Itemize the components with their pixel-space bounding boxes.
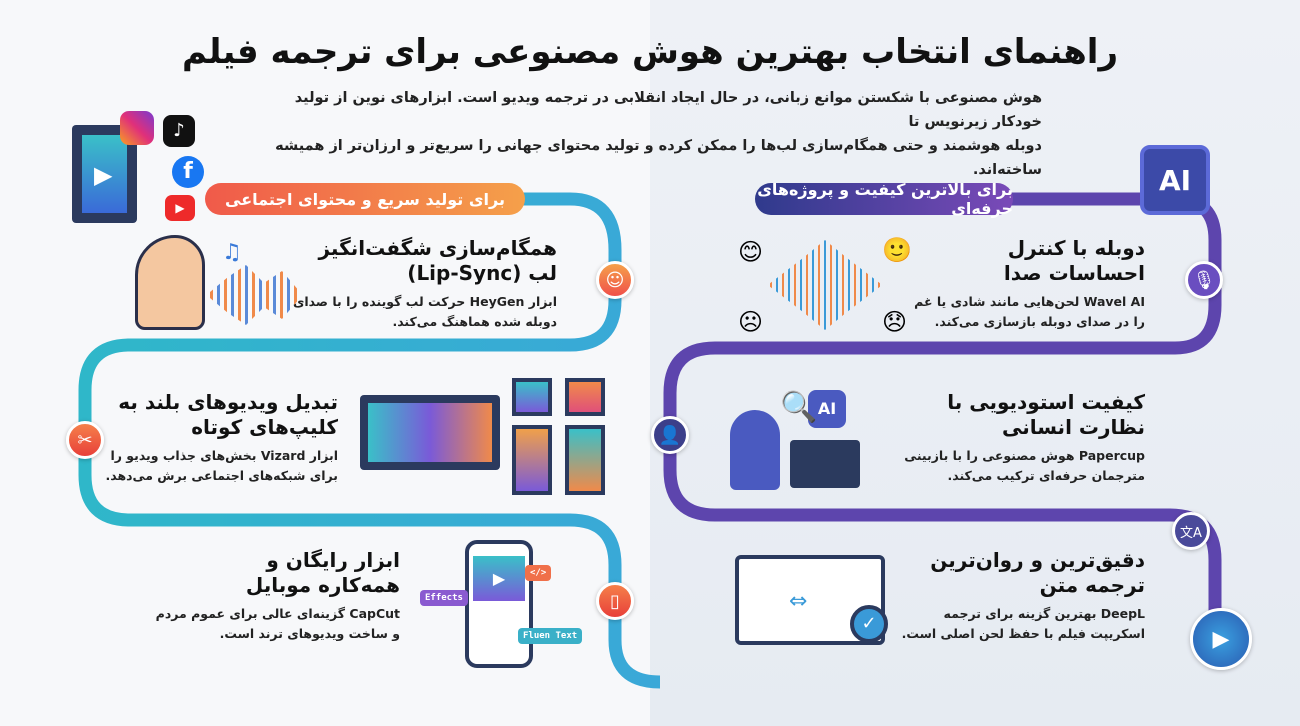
ai-chip-icon: AI <box>808 390 846 428</box>
scissors-icon: ✂ <box>66 421 104 459</box>
facebook-icon: f <box>172 156 204 188</box>
card-mobile: ابزار رایگان و همه‌کاره موبایل CapCut گز… <box>140 548 400 644</box>
play-icon: ▶ <box>94 161 113 189</box>
film-strip-illustration: ▶ <box>72 125 137 223</box>
clip-thumbnail <box>565 425 605 495</box>
card-title: ابزار رایگان و <box>266 548 400 572</box>
intro-line-2: دوبله هوشمند و حتی همگام‌سازی لب‌ها را م… <box>275 138 1042 178</box>
left-path <box>78 192 661 689</box>
card-title: تبدیل ویدیوهای بلند به <box>118 390 338 414</box>
sad-emoji-icon: 😞 <box>882 308 908 336</box>
card-body: مترجمان حرفه‌ای ترکیب می‌کند. <box>947 468 1145 483</box>
magnifier-icon: 🔍 <box>780 390 818 425</box>
card-title: همگام‌سازی شگفت‌انگیز <box>318 236 557 260</box>
card-lip-sync: همگام‌سازی شگفت‌انگیز لب (Lip-Sync) ابزا… <box>257 236 557 332</box>
card-body: برای شبکه‌های اجتماعی برش می‌دهد. <box>105 468 339 483</box>
text-tag: Fluen Text <box>518 628 583 644</box>
page-title: راهنمای انتخاب بهترین هوش مصنوعی برای تر… <box>181 32 1119 72</box>
happy-emoji-icon: 😊 <box>738 238 764 266</box>
card-body: ابزار HeyGen حرکت لب گوینده را با صدای <box>292 294 557 309</box>
card-body: اسکریپت فیلم با حفظ لحن اصلی است. <box>901 626 1145 641</box>
studio-editor-illustration: AI 🔍 <box>720 390 870 495</box>
card-title: نظارت انسانی <box>1001 415 1145 439</box>
microphone-icon: 🎙 <box>1185 261 1223 299</box>
clip-thumbnail <box>565 378 605 416</box>
speaker-face-illustration <box>135 235 205 330</box>
user-icon: 👤 <box>651 416 689 454</box>
card-body: CapCut گزینه‌ای عالی برای عموم مردم <box>155 606 400 621</box>
long-video-illustration <box>360 395 500 470</box>
intro-line-1: هوش مصنوعی با شکستن موانع زبانی، در حال … <box>294 90 1042 130</box>
clip-thumbnail <box>512 425 552 495</box>
card-text-translation: دقیق‌ترین و روان‌ترین ترجمه متن DeepL به… <box>885 548 1145 644</box>
instagram-icon <box>120 111 154 145</box>
card-emotion-dubbing: دوبله با کنترل احساسات صدا Wavel AI لحن‌… <box>885 236 1145 332</box>
card-body: ابزار Vizard بخش‌های جذاب ویدیو را <box>110 448 338 463</box>
card-body: دوبله شده هماهنگ می‌کند. <box>392 314 557 329</box>
card-title: کیفیت استودیویی با <box>947 390 1145 414</box>
ai-chip-icon: AI <box>1140 145 1210 215</box>
card-body: DeepL بهترین گزینه برای ترجمه <box>943 606 1146 621</box>
sad-emoji-icon: ☹ <box>738 308 764 336</box>
music-note-icon: ♫ <box>222 240 242 265</box>
phone-illustration: ▶ <box>465 540 533 668</box>
card-body: و ساخت ویدیوهای ترند است. <box>219 626 400 641</box>
card-title: لب (Lip-Sync) <box>407 261 557 285</box>
card-body: Papercup هوش مصنوعی را با بازبینی <box>904 448 1145 463</box>
card-studio-quality: کیفیت استودیویی با نظارت انسانی Papercup… <box>885 390 1145 486</box>
card-title: دقیق‌ترین و روان‌ترین <box>930 548 1145 572</box>
effects-tag: Effects <box>420 590 468 606</box>
card-title: کلیپ‌های کوتاه <box>191 415 338 439</box>
globe-play-icon: ▶ <box>1190 608 1252 670</box>
intro-text: هوش مصنوعی با شکستن موانع زبانی، در حال … <box>242 86 1042 182</box>
two-way-arrow-icon: ⇔ <box>789 589 808 614</box>
card-title: دوبله با کنترل <box>1007 236 1145 260</box>
code-tag: </> <box>525 565 552 581</box>
card-title: احساسات صدا <box>1003 261 1145 285</box>
checkmark-badge-icon: ✓ <box>850 605 888 643</box>
card-clips: تبدیل ویدیوهای بلند به کلیپ‌های کوتاه اب… <box>78 390 339 486</box>
mobile-video-icon: ▯ <box>596 582 634 620</box>
card-title: ترجمه متن <box>1039 573 1145 597</box>
card-body: Wavel AI لحن‌هایی مانند شادی یا غم <box>914 294 1145 309</box>
happy-emoji-icon: 🙂 <box>882 236 912 264</box>
smile-refresh-icon: ☺ <box>596 261 634 299</box>
clip-thumbnail <box>512 378 552 416</box>
card-body: را در صدای دوبله بازسازی می‌کند. <box>934 314 1145 329</box>
card-title: همه‌کاره موبایل <box>245 573 400 597</box>
left-section-label: برای تولید سریع و محتوای اجتماعی <box>205 183 525 215</box>
translate-icon: 文A <box>1172 512 1210 550</box>
right-section-label: برای بالاترین کیفیت و پروژه‌های حرفه‌ای <box>755 180 1013 218</box>
youtube-shorts-icon: ▶ <box>165 195 195 221</box>
tiktok-icon: ♪ <box>163 115 195 147</box>
play-icon: ▶ <box>473 556 525 601</box>
